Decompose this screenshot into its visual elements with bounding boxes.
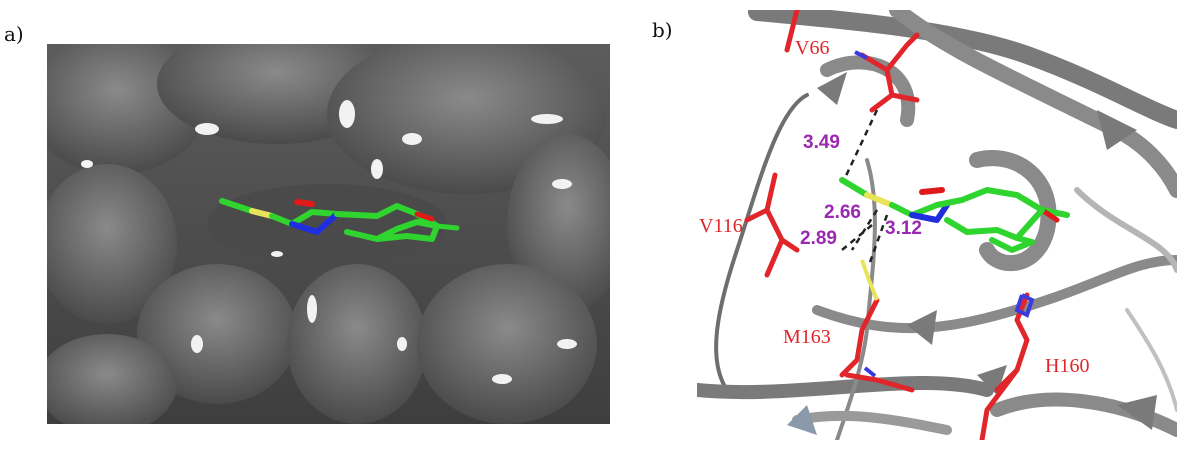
- residue-nitrogens: [854, 50, 1035, 378]
- surface-lobes: [47, 44, 610, 424]
- residue-sulfur: [860, 259, 879, 301]
- distance-label-d1: 3.49: [803, 132, 840, 153]
- residue-label-m163: M163: [783, 326, 831, 348]
- hbond-dashes: [841, 109, 889, 266]
- protein-ribbons: [697, 10, 1177, 440]
- surface-render: [47, 44, 610, 424]
- distance-label-d3: 3.12: [885, 218, 922, 239]
- residue-label-v116: V116: [699, 215, 743, 237]
- distance-label-d4: 2.89: [800, 228, 837, 249]
- residue-label-v66: V66: [795, 37, 829, 59]
- ligand-panel-a: [219, 198, 460, 242]
- residue-label-h160: H160: [1045, 355, 1089, 377]
- ribbon-render: V66 V116 M163 H160 3.49 2.66 3.12 2.89: [697, 10, 1177, 440]
- panel-b-label: b): [652, 18, 673, 42]
- distance-label-d2: 2.66: [824, 202, 861, 223]
- panel-a-label: a): [4, 22, 24, 46]
- surface-highlights: [81, 100, 577, 384]
- sheet-arrows: [787, 72, 1157, 435]
- ligand-panel-b: [839, 177, 1070, 253]
